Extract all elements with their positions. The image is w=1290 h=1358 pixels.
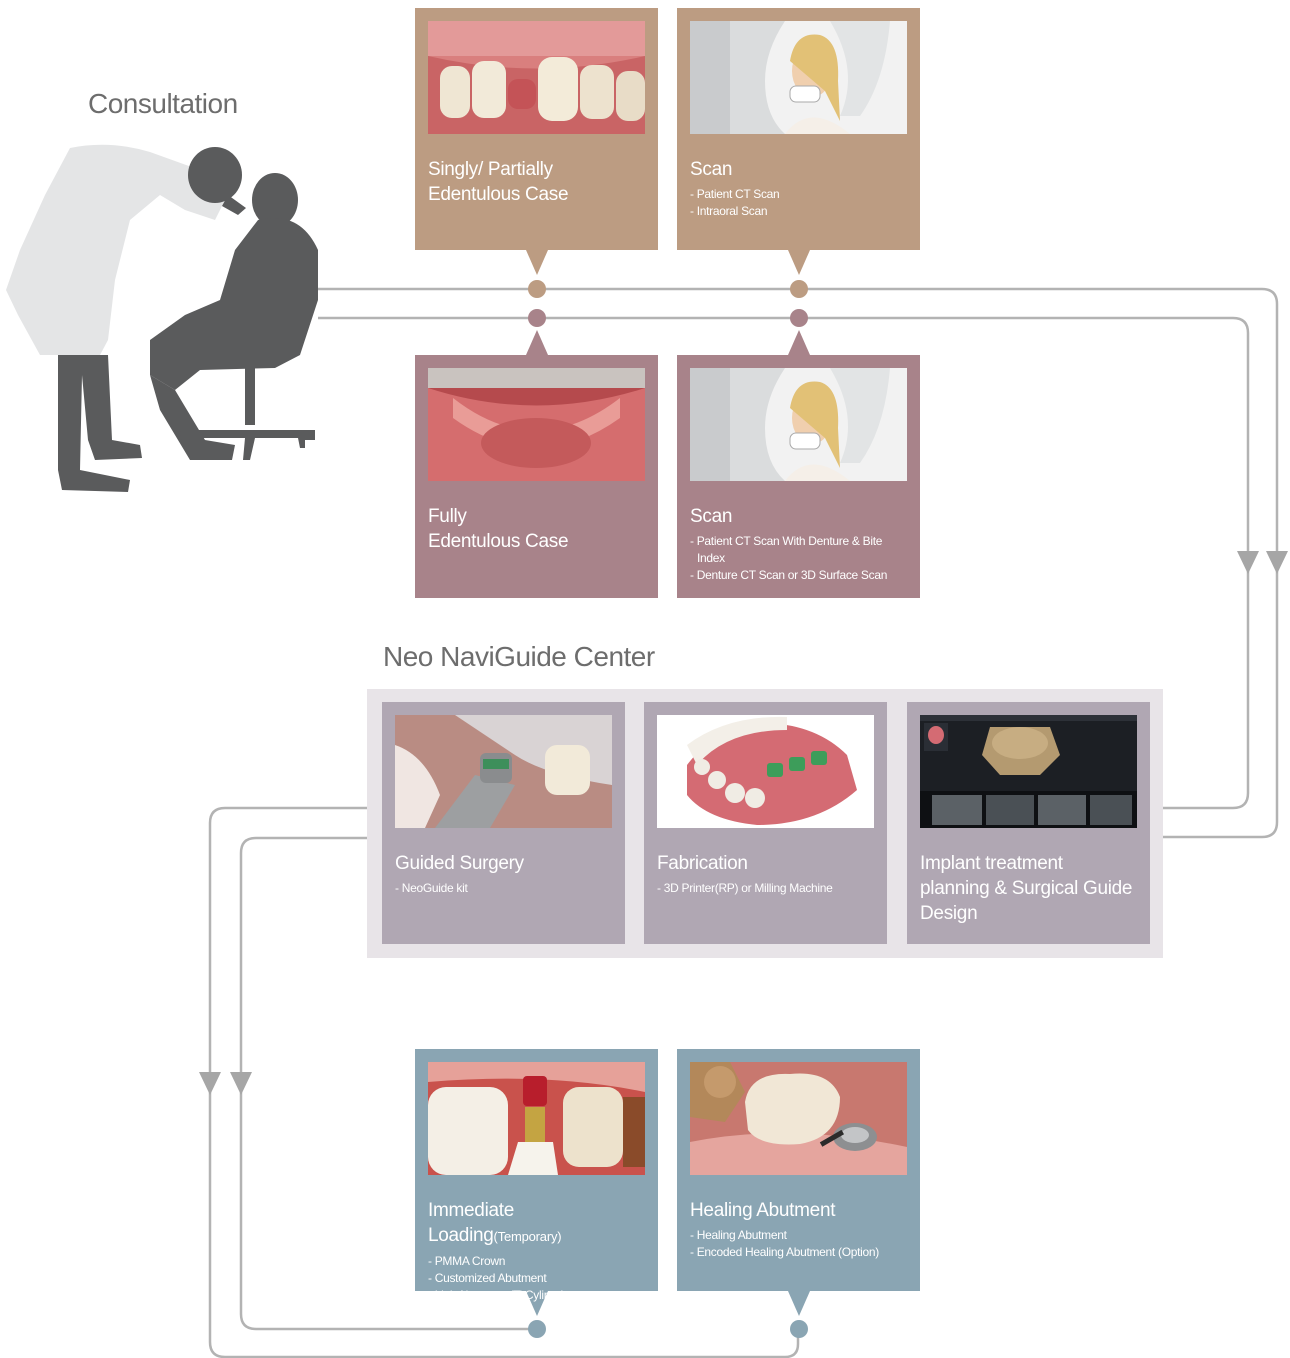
patient-head: [252, 173, 298, 227]
list-item: - Denture CT Scan or 3D Surface Scan: [690, 568, 888, 582]
full-scan-list: - Patient CT Scan With Denture & Bite In…: [690, 533, 907, 584]
callout-pointer: [526, 330, 548, 355]
dentist-legs: [58, 355, 142, 492]
connector-dot: [528, 309, 546, 327]
full-case-card: Fully Edentulous Case: [415, 355, 658, 598]
healing-abutment-list: - Healing Abutment - Encoded Healing Abu…: [690, 1227, 907, 1261]
partial-scan-title: Scan: [690, 159, 733, 180]
planning-card: Implant treatment planning & Surgical Gu…: [907, 702, 1150, 944]
callout-pointer: [788, 330, 810, 355]
immediate-loading-title: Immediate Loading(Temporary): [428, 1198, 645, 1249]
fabrication-card: Fabrication - 3D Printer(RP) or Milling …: [644, 702, 887, 944]
list-item: - Customized Abutment: [428, 1271, 547, 1285]
guided-surgery-title: Guided Surgery: [395, 853, 524, 874]
connector-dot: [790, 309, 808, 327]
list-item: - NeoGuide kit: [395, 881, 468, 895]
dentist-head: [188, 147, 242, 203]
ct-scan-patient-photo: [690, 368, 907, 481]
connector-dot: [790, 1320, 808, 1338]
patient-body: [150, 218, 318, 390]
list-item: - Intraoral Scan: [690, 204, 768, 218]
abutment-crown-photo: [428, 1062, 645, 1175]
callout-pointer: [526, 1291, 548, 1316]
fabrication-list: - 3D Printer(RP) or Milling Machine: [657, 880, 874, 897]
surgical-guide-model-render: [657, 715, 874, 828]
healing-abutment-title: Healing Abutment: [690, 1200, 836, 1221]
callout-pointer: [788, 1291, 810, 1316]
healing-abutment-photo: [690, 1062, 907, 1175]
arrow-down-icon: [230, 1072, 252, 1095]
arrow-down-icon: [1237, 551, 1259, 574]
center-heading: Neo NaviGuide Center: [383, 641, 655, 672]
full-case-title: Fully Edentulous Case: [428, 506, 569, 552]
list-item: - Healing Abutment: [690, 1228, 787, 1242]
list-item: - Encoded Healing Abutment (Option): [690, 1245, 879, 1259]
consultation-heading: Consultation: [88, 88, 238, 119]
partial-scan-list: - Patient CT Scan - Intraoral Scan: [690, 186, 907, 220]
immediate-loading-card: Immediate Loading(Temporary) - PMMA Crow…: [415, 1049, 658, 1302]
consultation-illustration: [6, 144, 318, 492]
guided-surgery-list: - NeoGuide kit: [395, 880, 612, 897]
callout-pointer: [788, 250, 810, 275]
full-scan-title: Scan: [690, 506, 733, 527]
full-scan-card: Scan - Patient CT Scan With Denture & Bi…: [677, 355, 920, 598]
callout-pointer: [526, 250, 548, 275]
partial-case-card: Singly/ Partially Edentulous Case: [415, 8, 658, 250]
connector-dot: [790, 280, 808, 298]
connector-dot: [528, 1320, 546, 1338]
planning-title: Implant treatment planning & Surgical Gu…: [920, 853, 1133, 924]
guided-surgery-photo: [395, 715, 612, 828]
ct-scan-patient-photo: [690, 21, 907, 134]
dentist-coat: [6, 144, 225, 355]
list-item: - PMMA Crown: [428, 1254, 506, 1268]
list-item: - 3D Printer(RP) or Milling Machine: [657, 881, 833, 895]
immediate-loading-title-suffix: (Temporary): [493, 1229, 562, 1244]
partial-scan-card: Scan - Patient CT Scan - Intraoral Scan: [677, 8, 920, 250]
arrow-down-icon: [199, 1072, 221, 1095]
list-item: - Patient CT Scan With Denture & Bite In…: [690, 534, 883, 565]
partial-case-title: Singly/ Partially Edentulous Case: [428, 159, 569, 205]
list-item: - Link Abutment /Ti Cylinnder: [428, 1288, 573, 1302]
fully-edentulous-jaw-photo: [428, 368, 645, 481]
planning-software-screenshot: [920, 715, 1137, 828]
healing-abutment-card: Healing Abutment - Healing Abutment - En…: [677, 1049, 920, 1291]
list-item: - Patient CT Scan: [690, 187, 780, 201]
fabrication-title: Fabrication: [657, 853, 748, 874]
partially-edentulous-teeth-photo: [428, 21, 645, 134]
stool-base: [180, 430, 315, 460]
immediate-loading-list: - PMMA Crown - Customized Abutment - Lin…: [428, 1253, 645, 1304]
arrow-down-icon: [1266, 551, 1288, 574]
immediate-loading-title-main: Immediate Loading: [428, 1200, 515, 1246]
guided-surgery-card: Guided Surgery - NeoGuide kit: [382, 702, 625, 944]
flow-line-outer-left: [208, 806, 800, 1358]
connector-dot: [528, 280, 546, 298]
